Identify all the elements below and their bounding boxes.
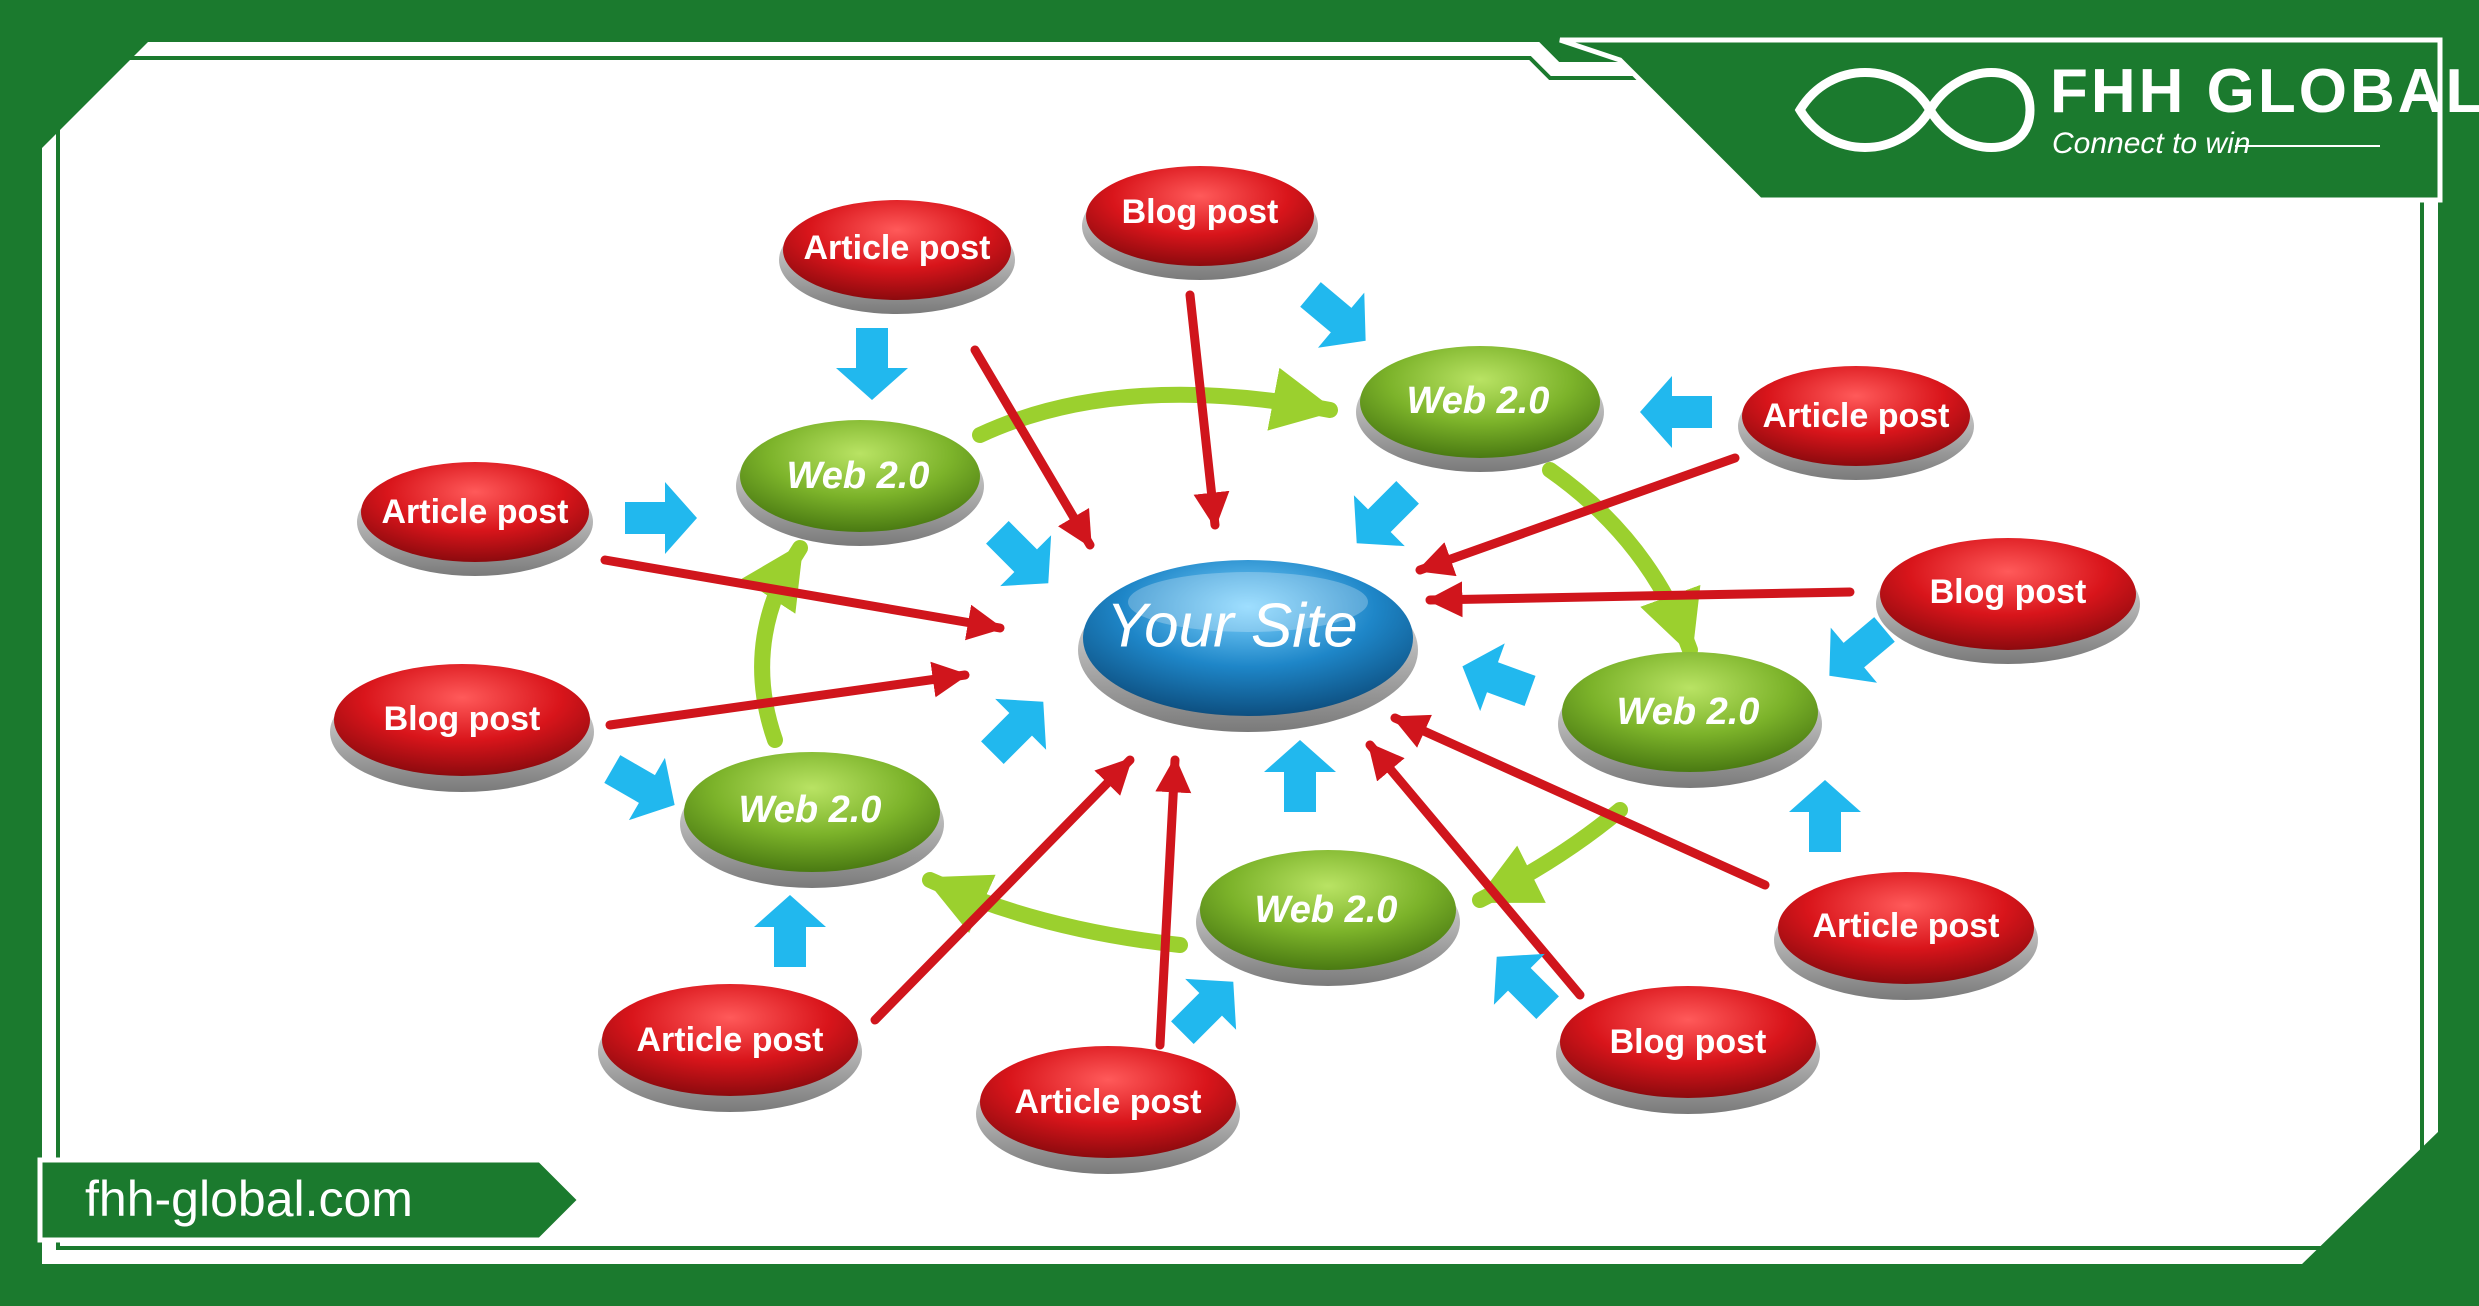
fhh-logo: FHH GLOBAL Connect to win <box>1794 57 2479 160</box>
svg-text:Blog post: Blog post <box>384 700 541 738</box>
logo-banner <box>1559 37 2443 203</box>
svg-text:Article post: Article post <box>636 1021 823 1059</box>
web20-node: Web 2.0 <box>1356 346 1604 472</box>
web20-label: Web 2.0 <box>1617 691 1760 733</box>
web20-label: Web 2.0 <box>1407 380 1550 422</box>
article-post-node: Article post <box>598 984 862 1112</box>
web20-node: Web 2.0 <box>1196 850 1460 986</box>
blue-arrows <box>604 282 1895 1044</box>
infinity-dragon-icon <box>1794 68 2035 152</box>
article-post-node: Article post <box>1738 366 1974 480</box>
article-post-node: Article post <box>357 462 593 576</box>
red-arrows <box>600 290 1855 1050</box>
brand-name: FHH GLOBAL <box>2050 57 2479 126</box>
web20-node: Web 2.0 <box>736 420 984 546</box>
blog-post-node: Blog post <box>1082 166 1318 280</box>
svg-text:Blog post: Blog post <box>1122 193 1279 231</box>
web20-node: Web 2.0 <box>1558 652 1822 788</box>
web20-label: Web 2.0 <box>787 455 930 497</box>
svg-text:Article post: Article post <box>1762 397 1949 435</box>
svg-text:Article post: Article post <box>381 493 568 531</box>
your-site-node: Your Site <box>1078 560 1418 732</box>
svg-text:Article post: Article post <box>803 229 990 267</box>
web20-label: Web 2.0 <box>1255 889 1398 931</box>
web20-node: Web 2.0 <box>680 752 944 888</box>
blog-post-node: Blog post <box>1556 986 1820 1114</box>
your-site-label: Your Site <box>1106 591 1358 660</box>
website-banner <box>37 1157 584 1243</box>
blog-post-node: Blog post <box>330 664 594 792</box>
svg-text:Article post: Article post <box>1812 907 1999 945</box>
article-post-node: Article post <box>976 1046 1240 1174</box>
blog-post-node: Blog post <box>1876 538 2140 664</box>
svg-text:Article post: Article post <box>1014 1083 1201 1121</box>
brand-tagline: Connect to win <box>2052 127 2250 160</box>
svg-text:Blog post: Blog post <box>1930 573 2087 611</box>
svg-text:Blog post: Blog post <box>1610 1023 1767 1061</box>
article-post-node: Article post <box>779 200 1015 314</box>
web20-label: Web 2.0 <box>739 789 882 831</box>
website-url: fhh-global.com <box>85 1171 413 1227</box>
article-post-node: Article post <box>1774 872 2038 1000</box>
